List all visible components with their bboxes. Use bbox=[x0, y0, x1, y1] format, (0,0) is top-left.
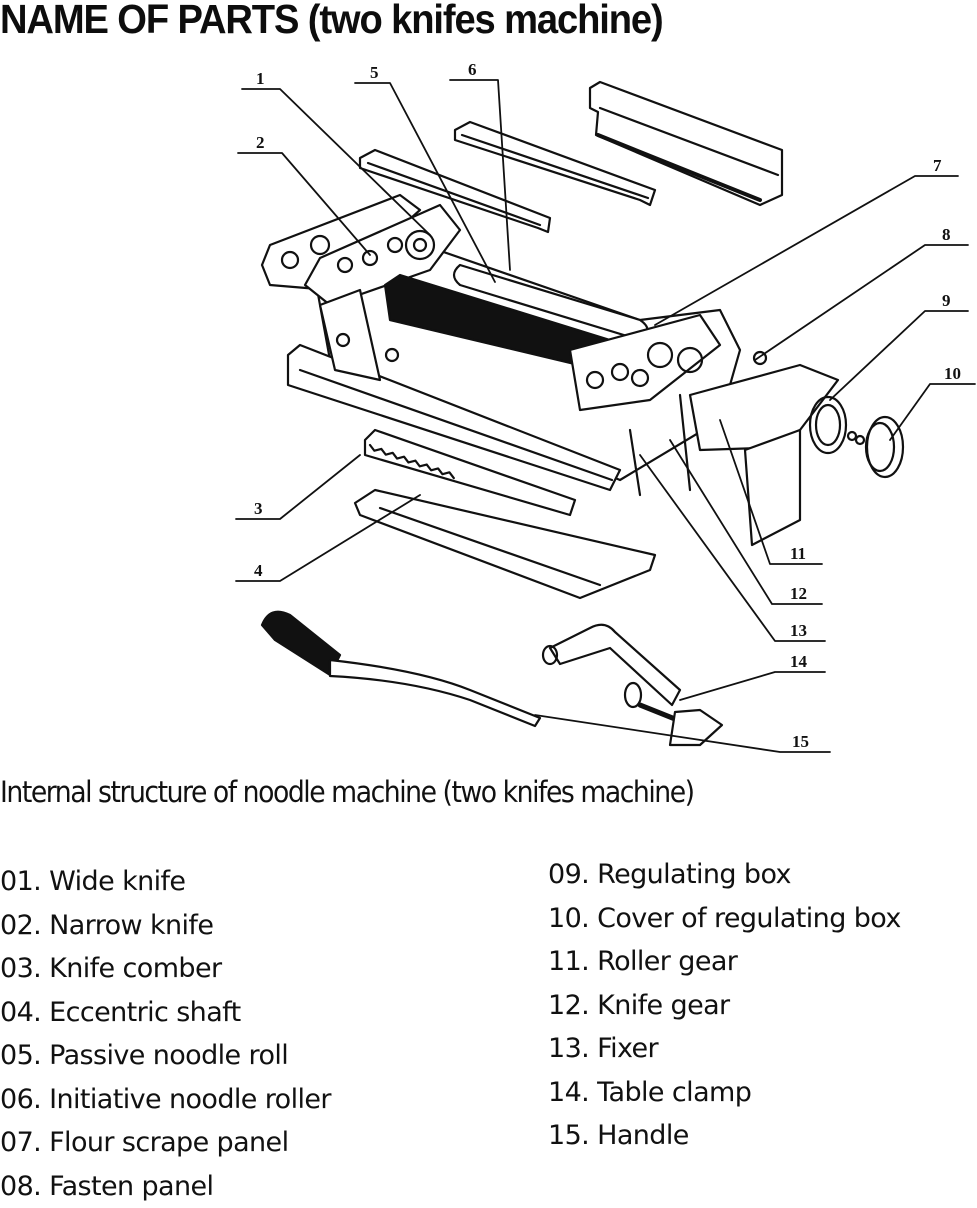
callout-3: 3 bbox=[254, 499, 263, 518]
callout-15: 15 bbox=[792, 732, 809, 751]
part-item: 09. Regulating box bbox=[548, 853, 901, 897]
parts-list-right: 09. Regulating box 10. Cover of regulati… bbox=[548, 853, 901, 1158]
part-item: 12. Knife gear bbox=[548, 984, 901, 1028]
part-item: 02. Narrow knife bbox=[0, 904, 331, 948]
part-item: 08. Fasten panel bbox=[0, 1165, 331, 1208]
callout-2: 2 bbox=[256, 133, 265, 152]
callout-4: 4 bbox=[254, 561, 263, 580]
part-item: 03. Knife comber bbox=[0, 947, 331, 991]
callout-14: 14 bbox=[790, 652, 808, 671]
exploded-view-diagram: 1 2 3 4 5 6 7 8 9 10 11 12 13 14 15 bbox=[0, 0, 977, 770]
part-item: 10. Cover of regulating box bbox=[548, 897, 901, 941]
callout-8: 8 bbox=[942, 225, 951, 244]
part-item: 06. Initiative noodle roller bbox=[0, 1078, 331, 1122]
callout-13: 13 bbox=[790, 621, 807, 640]
callout-7: 7 bbox=[933, 156, 942, 175]
table-clamp-part bbox=[543, 625, 722, 745]
callout-12: 12 bbox=[790, 584, 807, 603]
callout-1: 1 bbox=[256, 69, 265, 88]
part-item: 05. Passive noodle roll bbox=[0, 1034, 331, 1078]
part-item: 15. Handle bbox=[548, 1114, 901, 1158]
part-item: 14. Table clamp bbox=[548, 1071, 901, 1115]
callout-6: 6 bbox=[468, 60, 477, 79]
part-item: 01. Wide knife bbox=[0, 860, 331, 904]
machine-frame bbox=[262, 195, 903, 598]
part-item: 04. Eccentric shaft bbox=[0, 991, 331, 1035]
callout-11: 11 bbox=[790, 544, 806, 563]
handle-part bbox=[262, 612, 540, 726]
part-item: 13. Fixer bbox=[548, 1027, 901, 1071]
part-item: 07. Flour scrape panel bbox=[0, 1121, 331, 1165]
callout-9: 9 bbox=[942, 291, 951, 310]
parts-list-left: 01. Wide knife 02. Narrow knife 03. Knif… bbox=[0, 860, 331, 1208]
callout-5: 5 bbox=[370, 63, 379, 82]
diagram-caption: Internal structure of noodle machine (tw… bbox=[0, 775, 694, 809]
callout-10: 10 bbox=[944, 364, 961, 383]
part-item: 11. Roller gear bbox=[548, 940, 901, 984]
